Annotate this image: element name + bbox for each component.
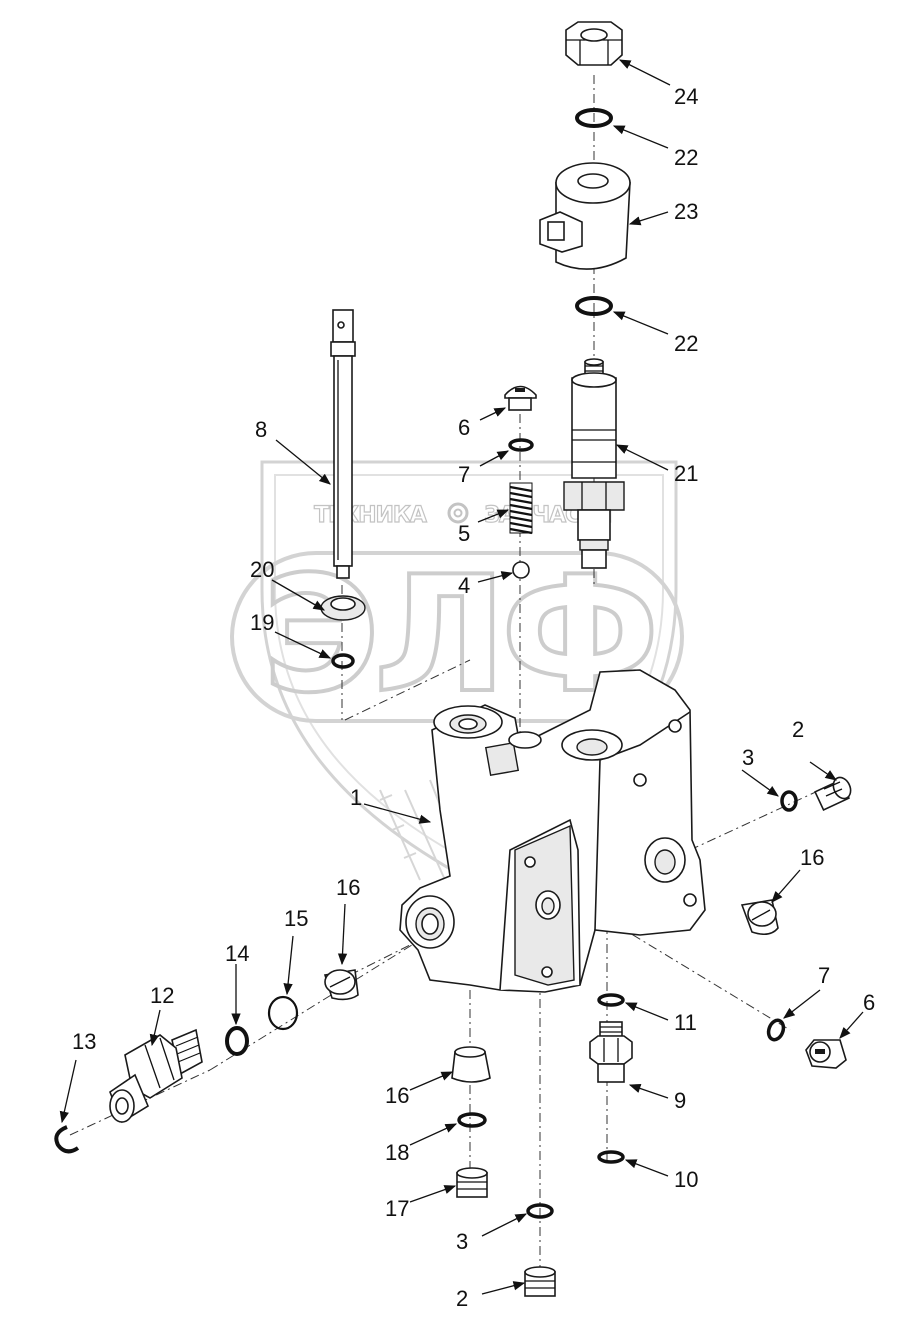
watermark-brand-left: ТЕХНИКА bbox=[314, 503, 427, 528]
callout-12: 12 bbox=[150, 983, 174, 1008]
watermark-gear-icon bbox=[447, 502, 469, 524]
callout-3-right: 3 bbox=[742, 745, 754, 770]
part-plug-17 bbox=[456, 1167, 488, 1198]
callout-11: 11 bbox=[674, 1010, 697, 1035]
part-plug-top bbox=[504, 385, 537, 411]
part-o-ring-3-right bbox=[780, 790, 798, 812]
part-solenoid-coil bbox=[539, 162, 631, 270]
callout-18: 18 bbox=[385, 1140, 409, 1165]
callout-17: 17 bbox=[385, 1196, 409, 1221]
part-plug-right-lower bbox=[805, 1039, 847, 1069]
part-washer bbox=[320, 595, 366, 621]
callout-5: 5 bbox=[458, 521, 470, 546]
callout-4: 4 bbox=[458, 573, 470, 598]
part-cartridge-valve bbox=[563, 358, 625, 569]
part-adapter-fitting bbox=[109, 1028, 203, 1124]
callout-22-upper: 22 bbox=[674, 145, 698, 170]
watermark-tools-icon bbox=[379, 779, 511, 881]
callout-3-bottom: 3 bbox=[456, 1229, 468, 1254]
part-plug-bottom bbox=[524, 1266, 556, 1297]
callout-13: 13 bbox=[72, 1029, 96, 1054]
callout-2-bottom: 2 bbox=[456, 1286, 468, 1311]
callout-19: 19 bbox=[250, 610, 274, 635]
part-fitting-9 bbox=[589, 1021, 633, 1083]
part-washer-15 bbox=[267, 995, 299, 1031]
part-cap-bottom bbox=[451, 1046, 491, 1083]
part-cap-right bbox=[740, 899, 779, 936]
callout-16-right: 16 bbox=[800, 845, 824, 870]
callout-20: 20 bbox=[250, 557, 274, 582]
part-o-ring-3-bottom bbox=[526, 1203, 554, 1219]
part-valve-body bbox=[399, 669, 706, 993]
callout-15: 15 bbox=[284, 906, 308, 931]
callout-9: 9 bbox=[674, 1088, 686, 1113]
part-spring bbox=[509, 482, 533, 535]
part-plug-right bbox=[814, 776, 852, 812]
watermark: ТЕХНИКА ЗАПЧАСТИ ЭЛФ bbox=[230, 460, 684, 882]
callout-7-top: 7 bbox=[458, 462, 470, 487]
callout-23: 23 bbox=[674, 199, 698, 224]
callout-8: 8 bbox=[255, 417, 267, 442]
callout-24: 24 bbox=[674, 84, 698, 109]
part-o-ring-lower bbox=[575, 296, 613, 316]
callout-6-top: 6 bbox=[458, 415, 470, 440]
callout-14: 14 bbox=[225, 941, 249, 966]
part-hex-nut bbox=[565, 21, 623, 66]
callout-1: 1 bbox=[350, 785, 362, 810]
part-o-ring-10 bbox=[597, 1150, 625, 1164]
part-spool-rod bbox=[330, 309, 356, 579]
callout-16-bottom: 16 bbox=[385, 1083, 409, 1108]
part-o-ring-19 bbox=[331, 653, 355, 669]
part-o-ring-14 bbox=[225, 1026, 249, 1056]
callout-21: 21 bbox=[674, 461, 698, 486]
part-o-ring-18 bbox=[457, 1112, 487, 1128]
callout-10: 10 bbox=[674, 1167, 698, 1192]
part-ball bbox=[512, 561, 530, 579]
part-cap-left bbox=[323, 969, 359, 1001]
callout-22-lower: 22 bbox=[674, 331, 698, 356]
callout-7-right: 7 bbox=[818, 963, 830, 988]
leader-arrows bbox=[59, 59, 864, 1295]
part-o-ring-7-upper bbox=[508, 438, 534, 452]
callout-6-right: 6 bbox=[863, 990, 875, 1015]
callout-labels: 24 22 23 22 21 8 6 7 5 4 20 19 1 2 3 16 … bbox=[72, 84, 875, 1311]
callout-16-left: 16 bbox=[336, 875, 360, 900]
part-o-ring-7-right bbox=[766, 1018, 786, 1042]
part-o-ring-upper bbox=[575, 108, 613, 128]
callout-2-right: 2 bbox=[792, 717, 804, 742]
part-o-ring-11 bbox=[597, 993, 625, 1007]
part-snap-ring bbox=[54, 1125, 80, 1154]
